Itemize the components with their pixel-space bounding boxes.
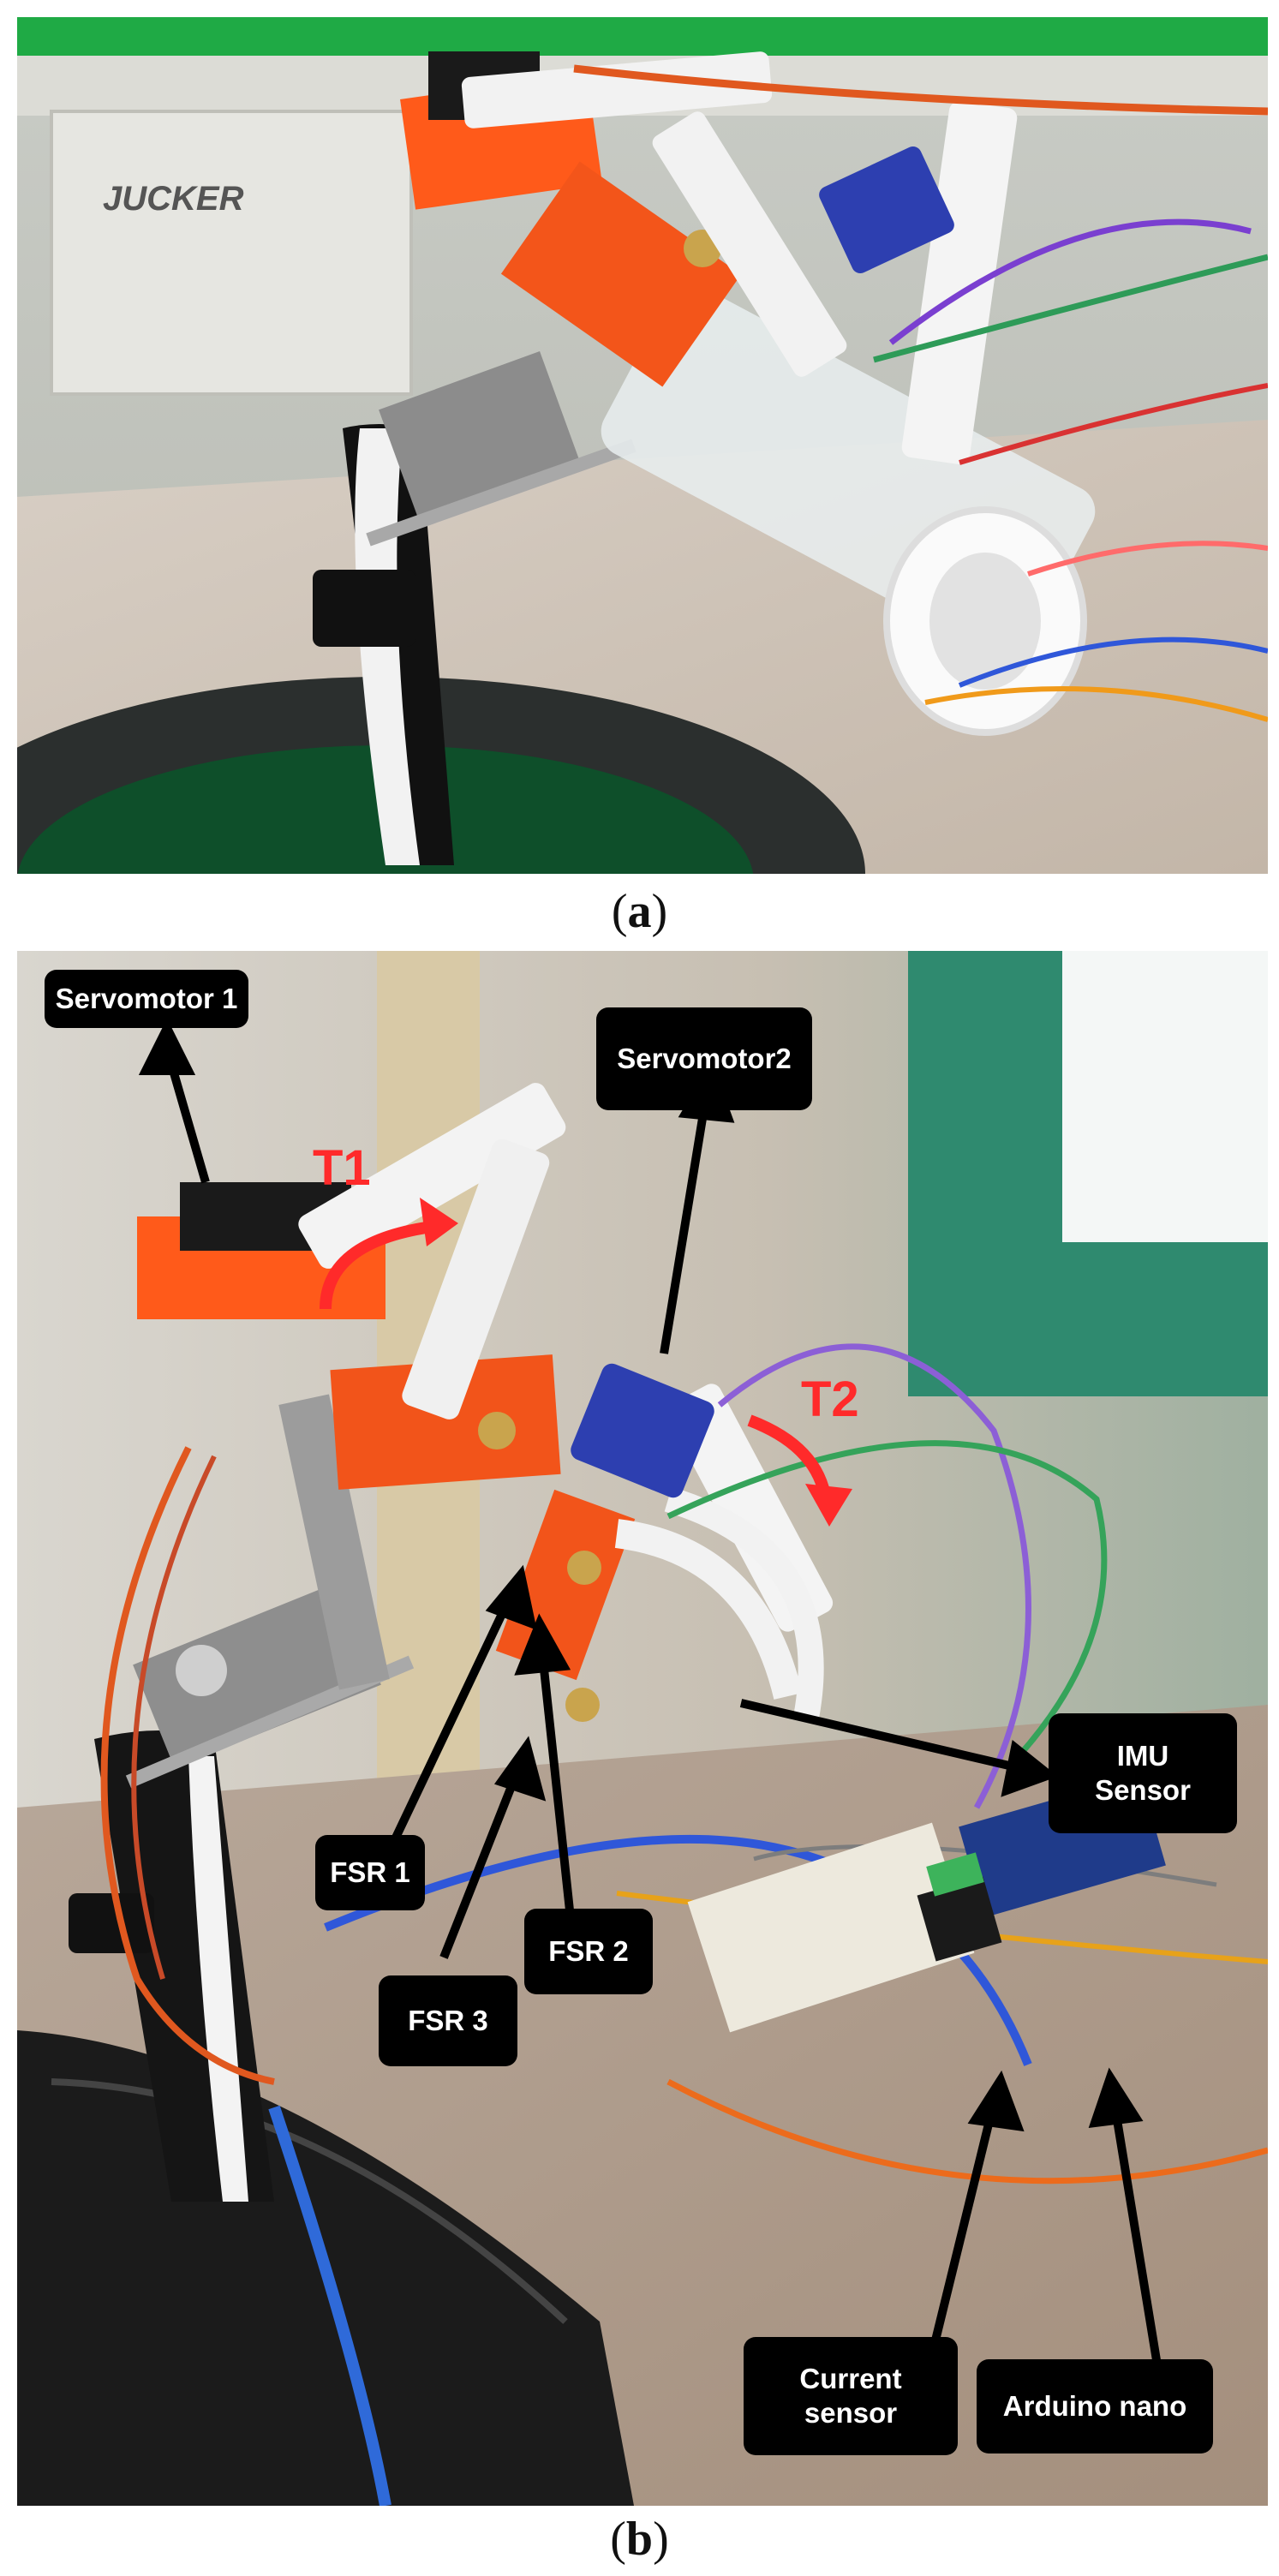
label-arduino-nano-text: Arduino nano [1002, 2390, 1187, 2422]
caption-a-letter: a [627, 885, 652, 938]
jucker-brand-text: JUCKER [103, 180, 244, 218]
label-arduino-nano: Arduino nano [977, 2359, 1213, 2453]
label-fsr-3-text: FSR 3 [408, 2005, 488, 2036]
caption-b-close: ) [653, 2513, 669, 2566]
label-fsr-3: FSR 3 [379, 1975, 517, 2066]
label-servomotor-1-text: Servomotor 1 [55, 983, 238, 1014]
caption-b-letter: b [625, 2513, 654, 2566]
label-current-line1: Current [799, 2363, 902, 2394]
label-imu-sensor: IMU Sensor [1049, 1713, 1237, 1833]
label-current-sensor: Current sensor [744, 2337, 958, 2455]
torque-t1-label: T1 [313, 1140, 371, 1196]
label-current-line2: sensor [804, 2397, 898, 2429]
torque-t2-label: T2 [801, 1372, 859, 1427]
label-fsr-2-text: FSR 2 [548, 1935, 629, 1967]
label-imu-line2: Sensor [1095, 1774, 1191, 1806]
label-fsr-2: FSR 2 [524, 1909, 653, 1994]
photo-panel-a: JUCKER [17, 17, 1268, 874]
label-imu-line1: IMU [1116, 1740, 1169, 1772]
label-servomotor-2: Servomotor2 [596, 1007, 812, 1110]
photo-panel-b: Servomotor 1 Servomotor2 IMU Sensor FSR … [17, 951, 1268, 2506]
caption-a-close: ) [651, 885, 668, 938]
caption-panel-b: (b) [0, 2512, 1279, 2567]
annotation-arrows [138, 1018, 1161, 2361]
label-servomotor-1: Servomotor 1 [45, 970, 248, 1028]
t1-curved-arrow [320, 1219, 446, 1310]
label-fsr-1-text: FSR 1 [330, 1856, 410, 1888]
photo-a-illustration: JUCKER [17, 17, 1268, 874]
caption-a-open: ( [611, 885, 628, 938]
label-servomotor-2-text: Servomotor2 [617, 1043, 792, 1074]
caption-b-open: ( [610, 2513, 626, 2566]
caption-panel-a: (a) [0, 884, 1279, 939]
label-fsr-1: FSR 1 [315, 1835, 425, 1910]
